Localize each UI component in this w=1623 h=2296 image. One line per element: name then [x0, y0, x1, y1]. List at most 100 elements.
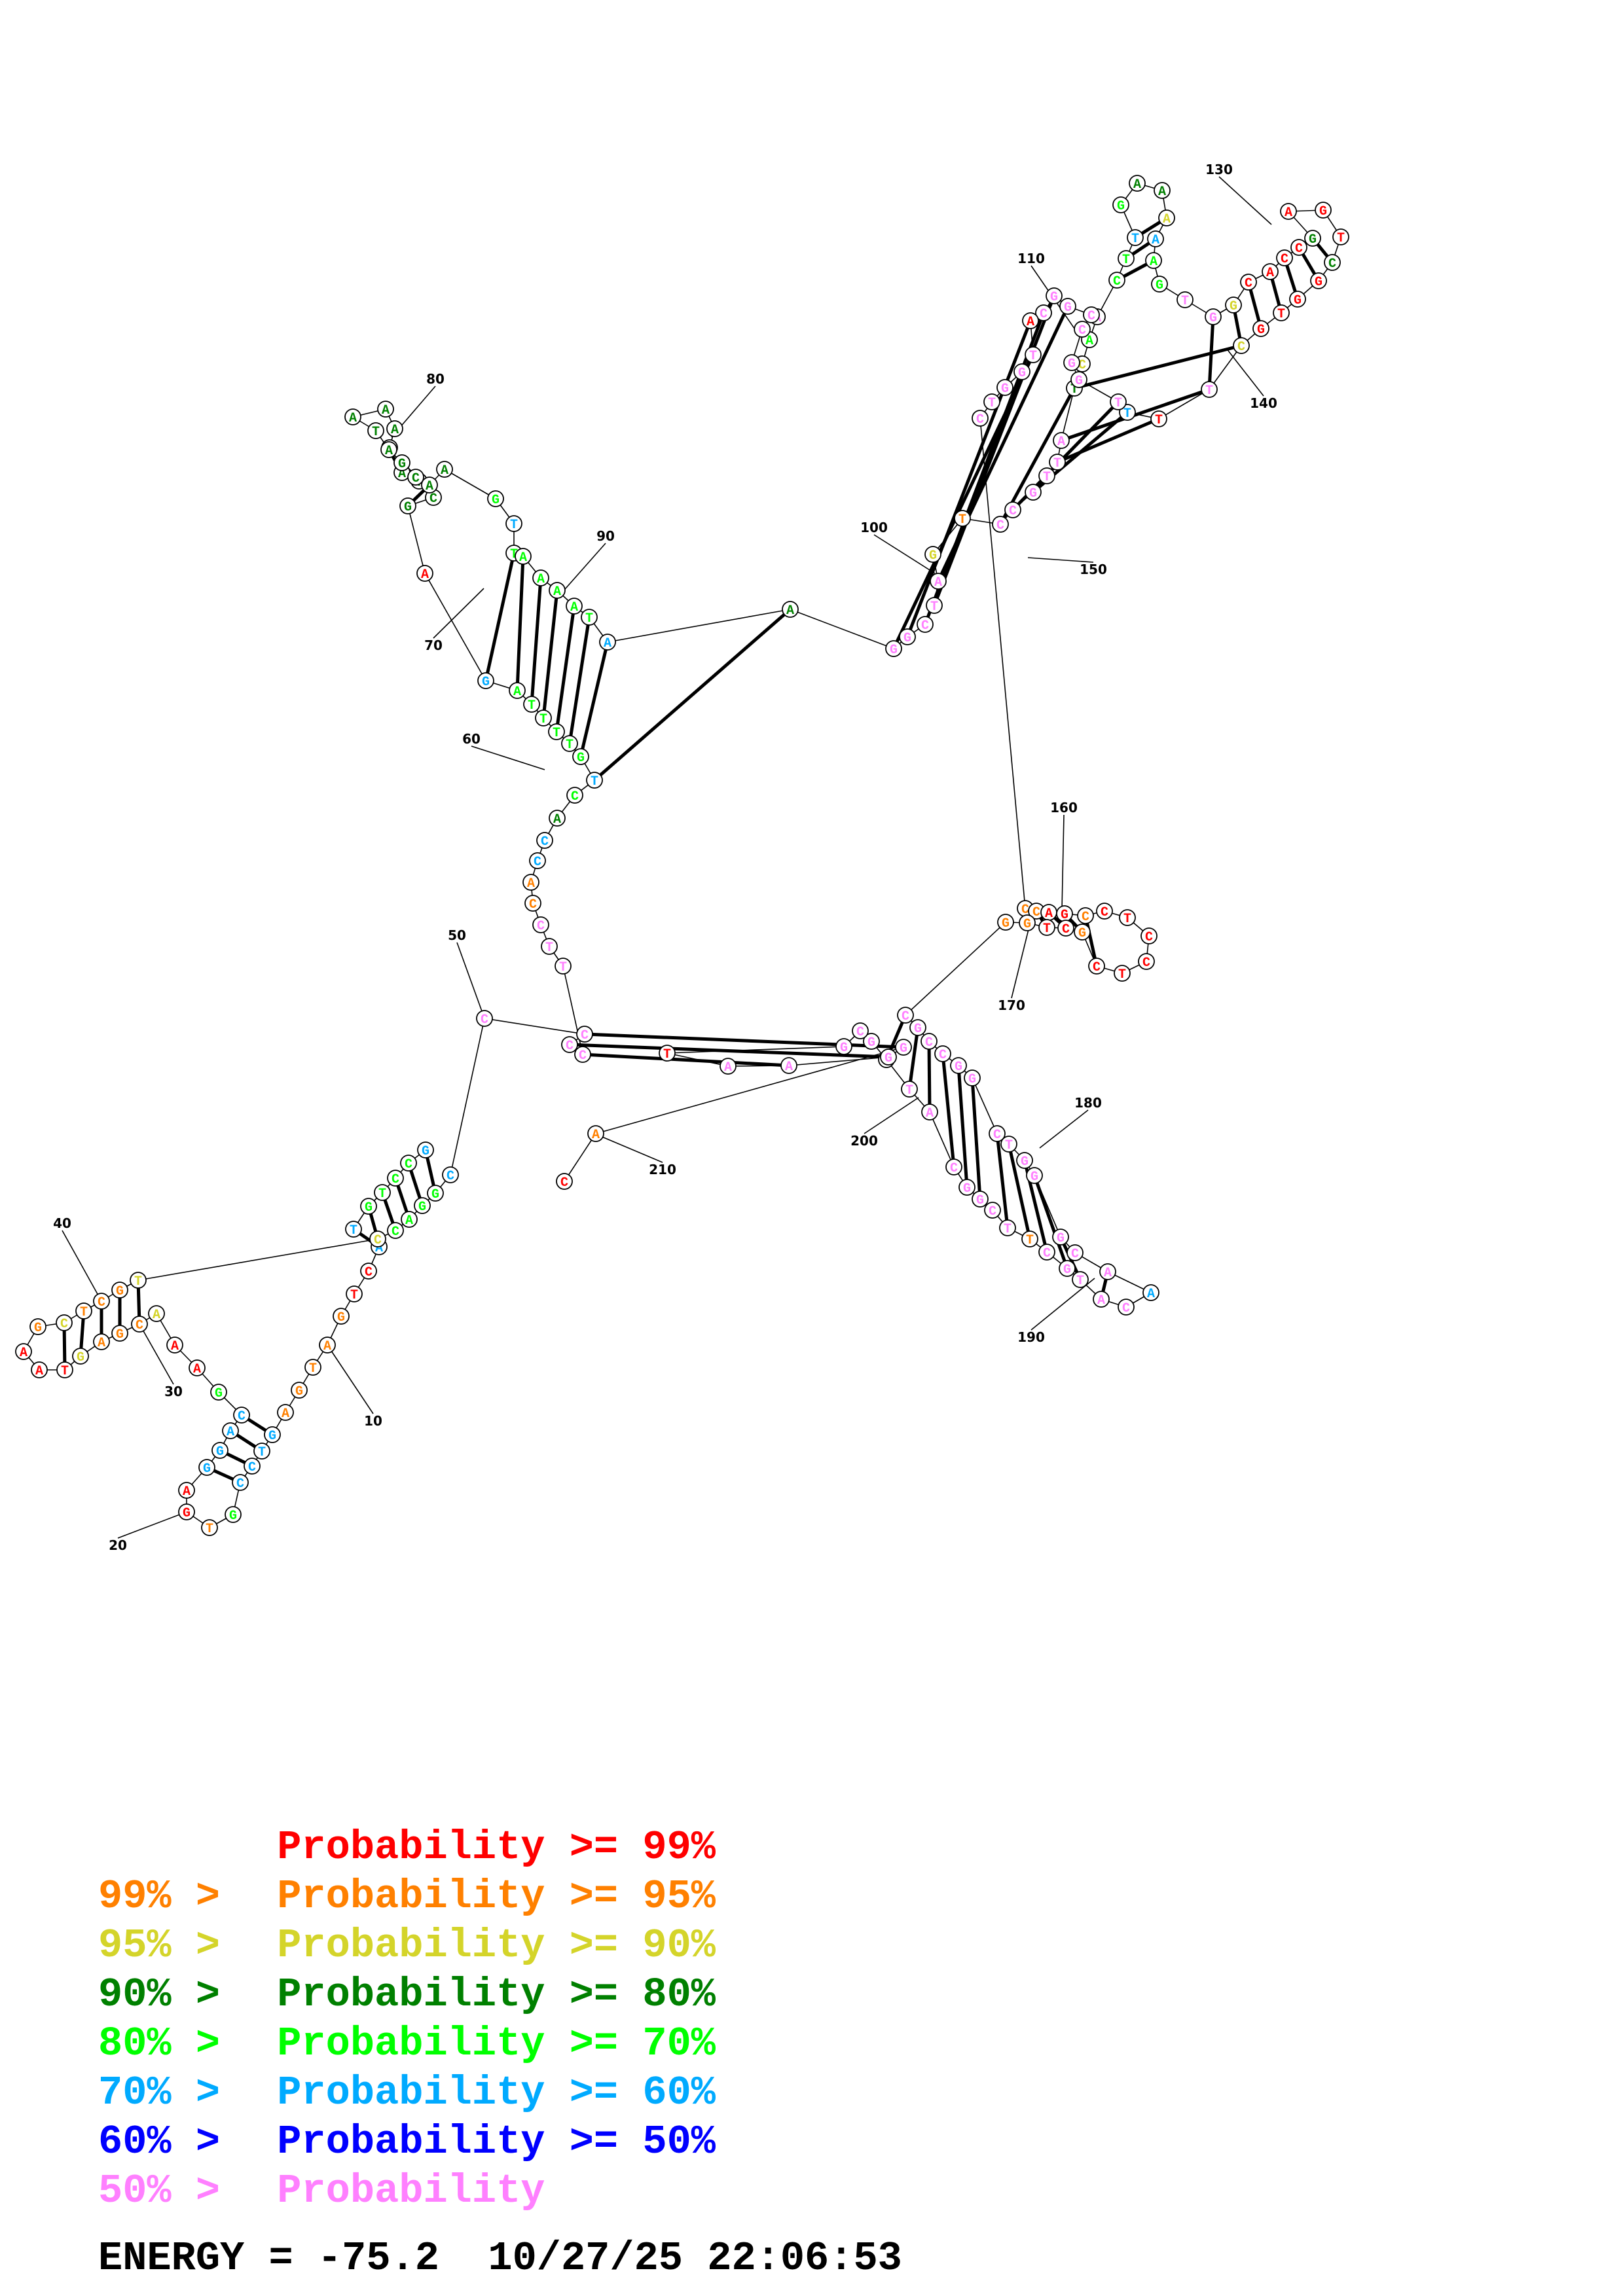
nucleotide-letter: A	[282, 1407, 289, 1422]
nucleotide-circle	[111, 1325, 128, 1342]
nucleotide-letter: C	[392, 1225, 399, 1240]
nucleotide-letter: C	[60, 1317, 68, 1332]
nucleotide-circle	[75, 1302, 92, 1319]
nucleotide-circle	[1240, 274, 1257, 291]
nucleotide-circle	[880, 1049, 897, 1066]
nucleotide: G	[1112, 196, 1129, 214]
legend-operator: >	[195, 1873, 221, 1920]
nucleotide-circle	[333, 1308, 350, 1325]
nucleotide-circle	[1112, 196, 1129, 213]
nucleotide: G	[1074, 924, 1091, 941]
nucleotide-circle	[561, 735, 578, 752]
legend-threshold: 80%	[642, 1971, 716, 2018]
nucleotide-circle	[522, 874, 539, 891]
nucleotide: A	[549, 582, 566, 600]
nucleotide: C	[536, 832, 553, 850]
nucleotide-letter: T	[1155, 413, 1163, 428]
nucleotide: T	[1000, 1136, 1017, 1153]
nucleotide: T	[1127, 229, 1144, 247]
nucleotide-circle	[1093, 1291, 1110, 1308]
base-pair-bond	[541, 590, 559, 719]
nucleotide-circle	[541, 938, 558, 955]
nucleotide-circle	[211, 1442, 228, 1459]
nucleotide: G	[1059, 1260, 1076, 1278]
nucleotide-letter: A	[926, 1106, 934, 1121]
nucleotide-letter: G	[900, 1041, 907, 1056]
legend-threshold: 95%	[642, 1873, 716, 1920]
base-pair-bond	[484, 552, 516, 681]
nucleotide: T	[253, 1443, 270, 1460]
nucleotide-circle	[291, 1382, 308, 1399]
nucleotide-letter: C	[481, 1013, 488, 1028]
position-tick-line	[598, 1135, 663, 1163]
nucleotide-circle	[983, 393, 1000, 410]
nucleotide-circle	[1038, 919, 1055, 936]
nucleotide-letter: C	[365, 1265, 373, 1280]
nucleotide-letter: A	[1104, 1266, 1112, 1281]
nucleotide-circle	[1038, 467, 1055, 484]
nucleotide: G	[210, 1384, 227, 1401]
nucleotide: C	[532, 916, 549, 934]
nucleotide-circle	[367, 422, 384, 439]
nucleotide: A	[189, 1359, 206, 1377]
nucleotide: C	[1083, 306, 1100, 324]
nucleotide-letter: A	[527, 876, 535, 891]
nucleotide-circle	[780, 1057, 797, 1074]
nucleotide: C	[1057, 920, 1074, 937]
nucleotide-letter: G	[914, 1022, 922, 1037]
nucleotide: G	[950, 1057, 967, 1075]
nucleotide: G	[909, 1019, 926, 1037]
nucleotide-circle	[954, 510, 971, 527]
base-pair-bond	[530, 577, 543, 705]
nucleotide-circle	[1025, 346, 1042, 363]
nucleotide-circle	[950, 1057, 967, 1074]
nucleotide-letter: A	[1152, 233, 1159, 248]
nucleotide-circle	[1096, 903, 1113, 920]
nucleotide-letter: T	[1131, 232, 1139, 247]
nucleotide-letter: A	[323, 1339, 331, 1354]
nucleotide-circle	[1035, 304, 1052, 321]
nucleotide-letter: T	[988, 396, 996, 411]
legend-operator: >	[195, 1922, 221, 1969]
nucleotide-letter: C	[1295, 242, 1303, 257]
position-label: 90	[596, 528, 615, 544]
nucleotide-circle	[198, 1459, 215, 1476]
nucleotide: A	[1262, 263, 1279, 281]
nucleotide: T	[1273, 304, 1290, 322]
nucleotide: A	[532, 569, 549, 587]
nucleotide: A	[344, 408, 361, 426]
nucleotide: C	[576, 1026, 593, 1043]
nucleotide-circle	[1151, 276, 1168, 293]
nucleotide-letter: G	[840, 1041, 848, 1056]
nucleotide-circle	[111, 1282, 128, 1299]
nucleotide-circle	[210, 1384, 227, 1401]
position-tick-line	[1027, 557, 1094, 563]
nucleotide-letter: C	[98, 1295, 105, 1310]
nucleotide-letter: C	[939, 1048, 947, 1063]
nucleotide-letter: G	[1309, 232, 1317, 247]
backbone-segment	[484, 1018, 585, 1035]
nucleotide-circle	[346, 1285, 363, 1302]
nucleotide-letter: A	[1150, 255, 1158, 270]
legend-comparator: >=	[569, 2020, 619, 2067]
nucleotide: G	[1025, 484, 1042, 501]
probability-legend: Probability >= 99% 99% > Probability >= …	[98, 1823, 716, 2215]
nucleotide: C	[387, 1170, 404, 1187]
nucleotide: G	[1019, 914, 1036, 932]
nucleotide: G	[1289, 291, 1306, 308]
nucleotide-letter: G	[1117, 199, 1125, 214]
nucleotide: A	[277, 1404, 294, 1422]
nucleotide: G	[291, 1382, 308, 1399]
nucleotide-letter: C	[1040, 307, 1048, 322]
base-pair-bond	[998, 378, 1081, 526]
nucleotide-circle	[1129, 175, 1146, 192]
nucleotide: G	[1013, 363, 1030, 381]
energy-label: ENERGY	[98, 2235, 245, 2282]
nucleotide-letter: C	[571, 789, 579, 804]
nucleotide-letter: G	[955, 1060, 962, 1075]
nucleotide-circle	[1026, 1167, 1043, 1184]
nucleotide-letter: A	[785, 1060, 793, 1075]
nucleotide-circle	[505, 515, 522, 532]
nucleotide-letter: T	[663, 1047, 671, 1062]
nucleotide-circle	[380, 441, 397, 458]
